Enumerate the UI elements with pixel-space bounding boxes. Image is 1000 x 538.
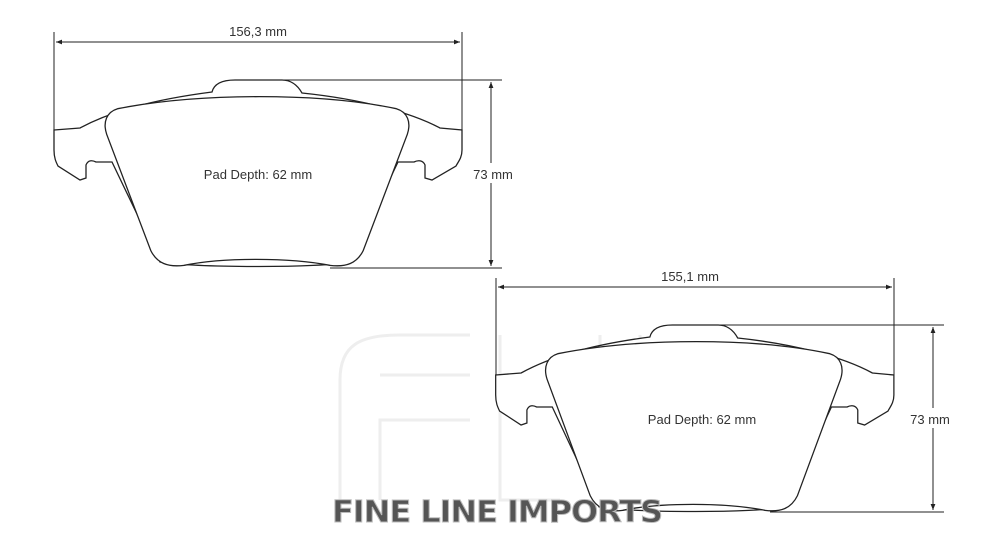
top-pad-depth-label: Pad Depth: 62 mm (204, 167, 312, 182)
top-pad-dimensions (53, 32, 520, 269)
bottom-pad-height-label: 73 mm (910, 412, 950, 427)
bottom-pad-depth-label: Pad Depth: 62 mm (648, 412, 756, 427)
top-pad-height-label: 73 mm (473, 167, 513, 182)
bottom-pad-width-label: 155,1 mm (661, 269, 719, 284)
top-pad-width-label: 156,3 mm (229, 24, 287, 39)
bottom-pad-dimensions (495, 278, 960, 513)
watermark-logo-text: FINE LINE IMPORTS (332, 495, 662, 530)
